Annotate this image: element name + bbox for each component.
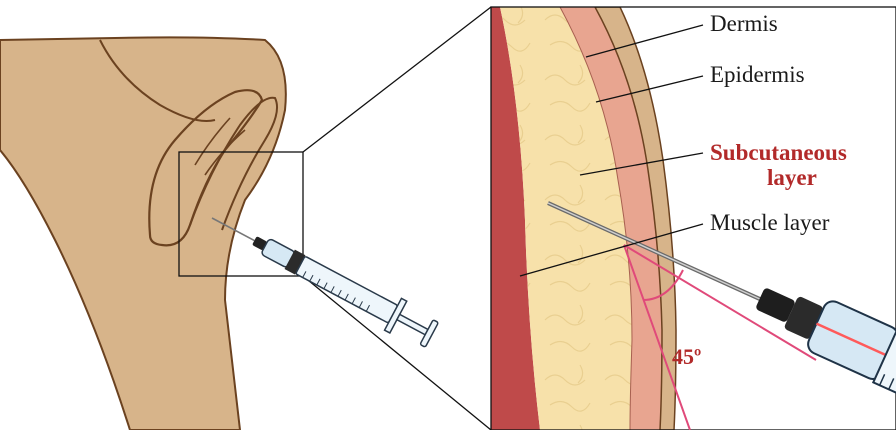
muscle-label: Muscle layer	[710, 210, 830, 235]
angle-label: 45º	[672, 344, 701, 369]
epidermis-label: Epidermis	[710, 62, 805, 87]
zoom-connector-top	[303, 7, 491, 152]
subcutaneous-label-line2: layer	[767, 165, 817, 190]
dermis-label: Dermis	[710, 11, 778, 36]
subcutaneous-label-line1: Subcutaneous	[710, 140, 847, 165]
zoom-connector-bottom	[303, 276, 491, 430]
